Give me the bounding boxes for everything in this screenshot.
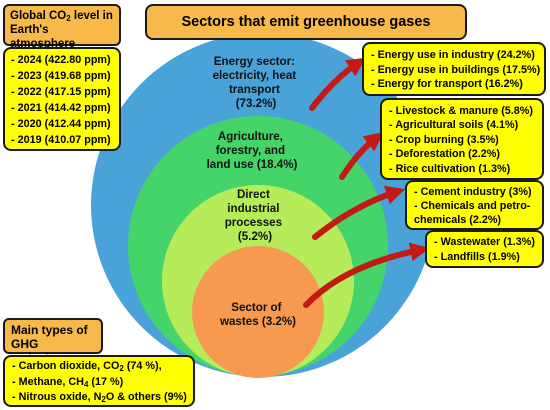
industry-detail-list: - Cement industry (3%) - Chemicals and p…: [405, 180, 544, 230]
waste-arrow: [303, 242, 430, 308]
waste-circle-label: Sector of wastes (3.2%): [219, 301, 296, 328]
list-item: - Energy for transport (16.2%): [371, 78, 523, 91]
industry-circle-label: Direct industrial processes (5.2%): [225, 188, 286, 243]
list-item: - Nitrous oxide, N2O & others (9%): [12, 391, 187, 404]
list-item: - Agricultural soils (4.1%): [389, 119, 519, 132]
energy-circle-label: Energy sector: electricity, heat transpo…: [213, 55, 300, 110]
list-item: - Methane, CH4 (17 %): [12, 375, 124, 389]
co2-level-heading: Global CO2 level in Earth's atmosphere: [3, 4, 121, 50]
list-item: - Cement industry (3%): [414, 186, 532, 198]
list-item: chemicals (2.2%): [414, 214, 502, 227]
page-title: Sectors that emit greenhouse gases: [145, 4, 467, 40]
energy-arrow: [309, 57, 367, 111]
industry-arrow: [312, 185, 406, 240]
agriculture-circle-label: Agriculture, forestry, and land use (18.…: [207, 130, 298, 171]
list-item: - Energy use in industry (24.2%): [371, 49, 535, 61]
ghg-types-heading: Main types of GHG emissions: [3, 318, 103, 365]
list-item: - Deforestation (2.2%): [389, 148, 500, 161]
ghg-types-list: - Carbon dioxide, CO2 (74 %), - Methane,…: [3, 355, 195, 407]
list-item: - Livestock & manure (5.8%): [389, 105, 534, 117]
list-item: - Crop burning (3.5%): [389, 133, 499, 146]
co2-level-list: - 2024 (422.80 ppm) - 2023 (419.68 ppm) …: [3, 47, 121, 151]
agriculture-arrow: [339, 132, 384, 180]
list-item: - Landfills (1.9%): [434, 250, 520, 263]
agriculture-detail-list: - Livestock & manure (5.8%) - Agricultur…: [380, 98, 544, 180]
list-item: - 2020 (412.44 ppm): [11, 118, 111, 130]
list-item: - 2024 (422.80 ppm): [11, 54, 111, 66]
waste-circle: [192, 246, 324, 378]
list-item: - Wastewater (1.3%): [434, 236, 535, 248]
energy-detail-list: - Energy use in industry (24.2%) - Energ…: [362, 42, 546, 96]
waste-detail-list: - Wastewater (1.3%) - Landfills (1.9%): [425, 230, 544, 268]
list-item: - Energy use in buildings (17.5%): [371, 63, 541, 76]
list-item: - Rice cultivation (1.3%): [389, 162, 511, 175]
list-item: - Carbon dioxide, CO2 (74 %),: [12, 360, 162, 373]
list-item: - Chemicals and petro-: [414, 200, 531, 213]
list-item: - 2022 (417.15 ppm): [11, 86, 111, 98]
list-item: - 2023 (419.68 ppm): [11, 70, 111, 82]
list-item: - 2019 (410.07 ppm): [11, 134, 111, 146]
list-item: - 2021 (414.42 ppm): [11, 102, 111, 114]
